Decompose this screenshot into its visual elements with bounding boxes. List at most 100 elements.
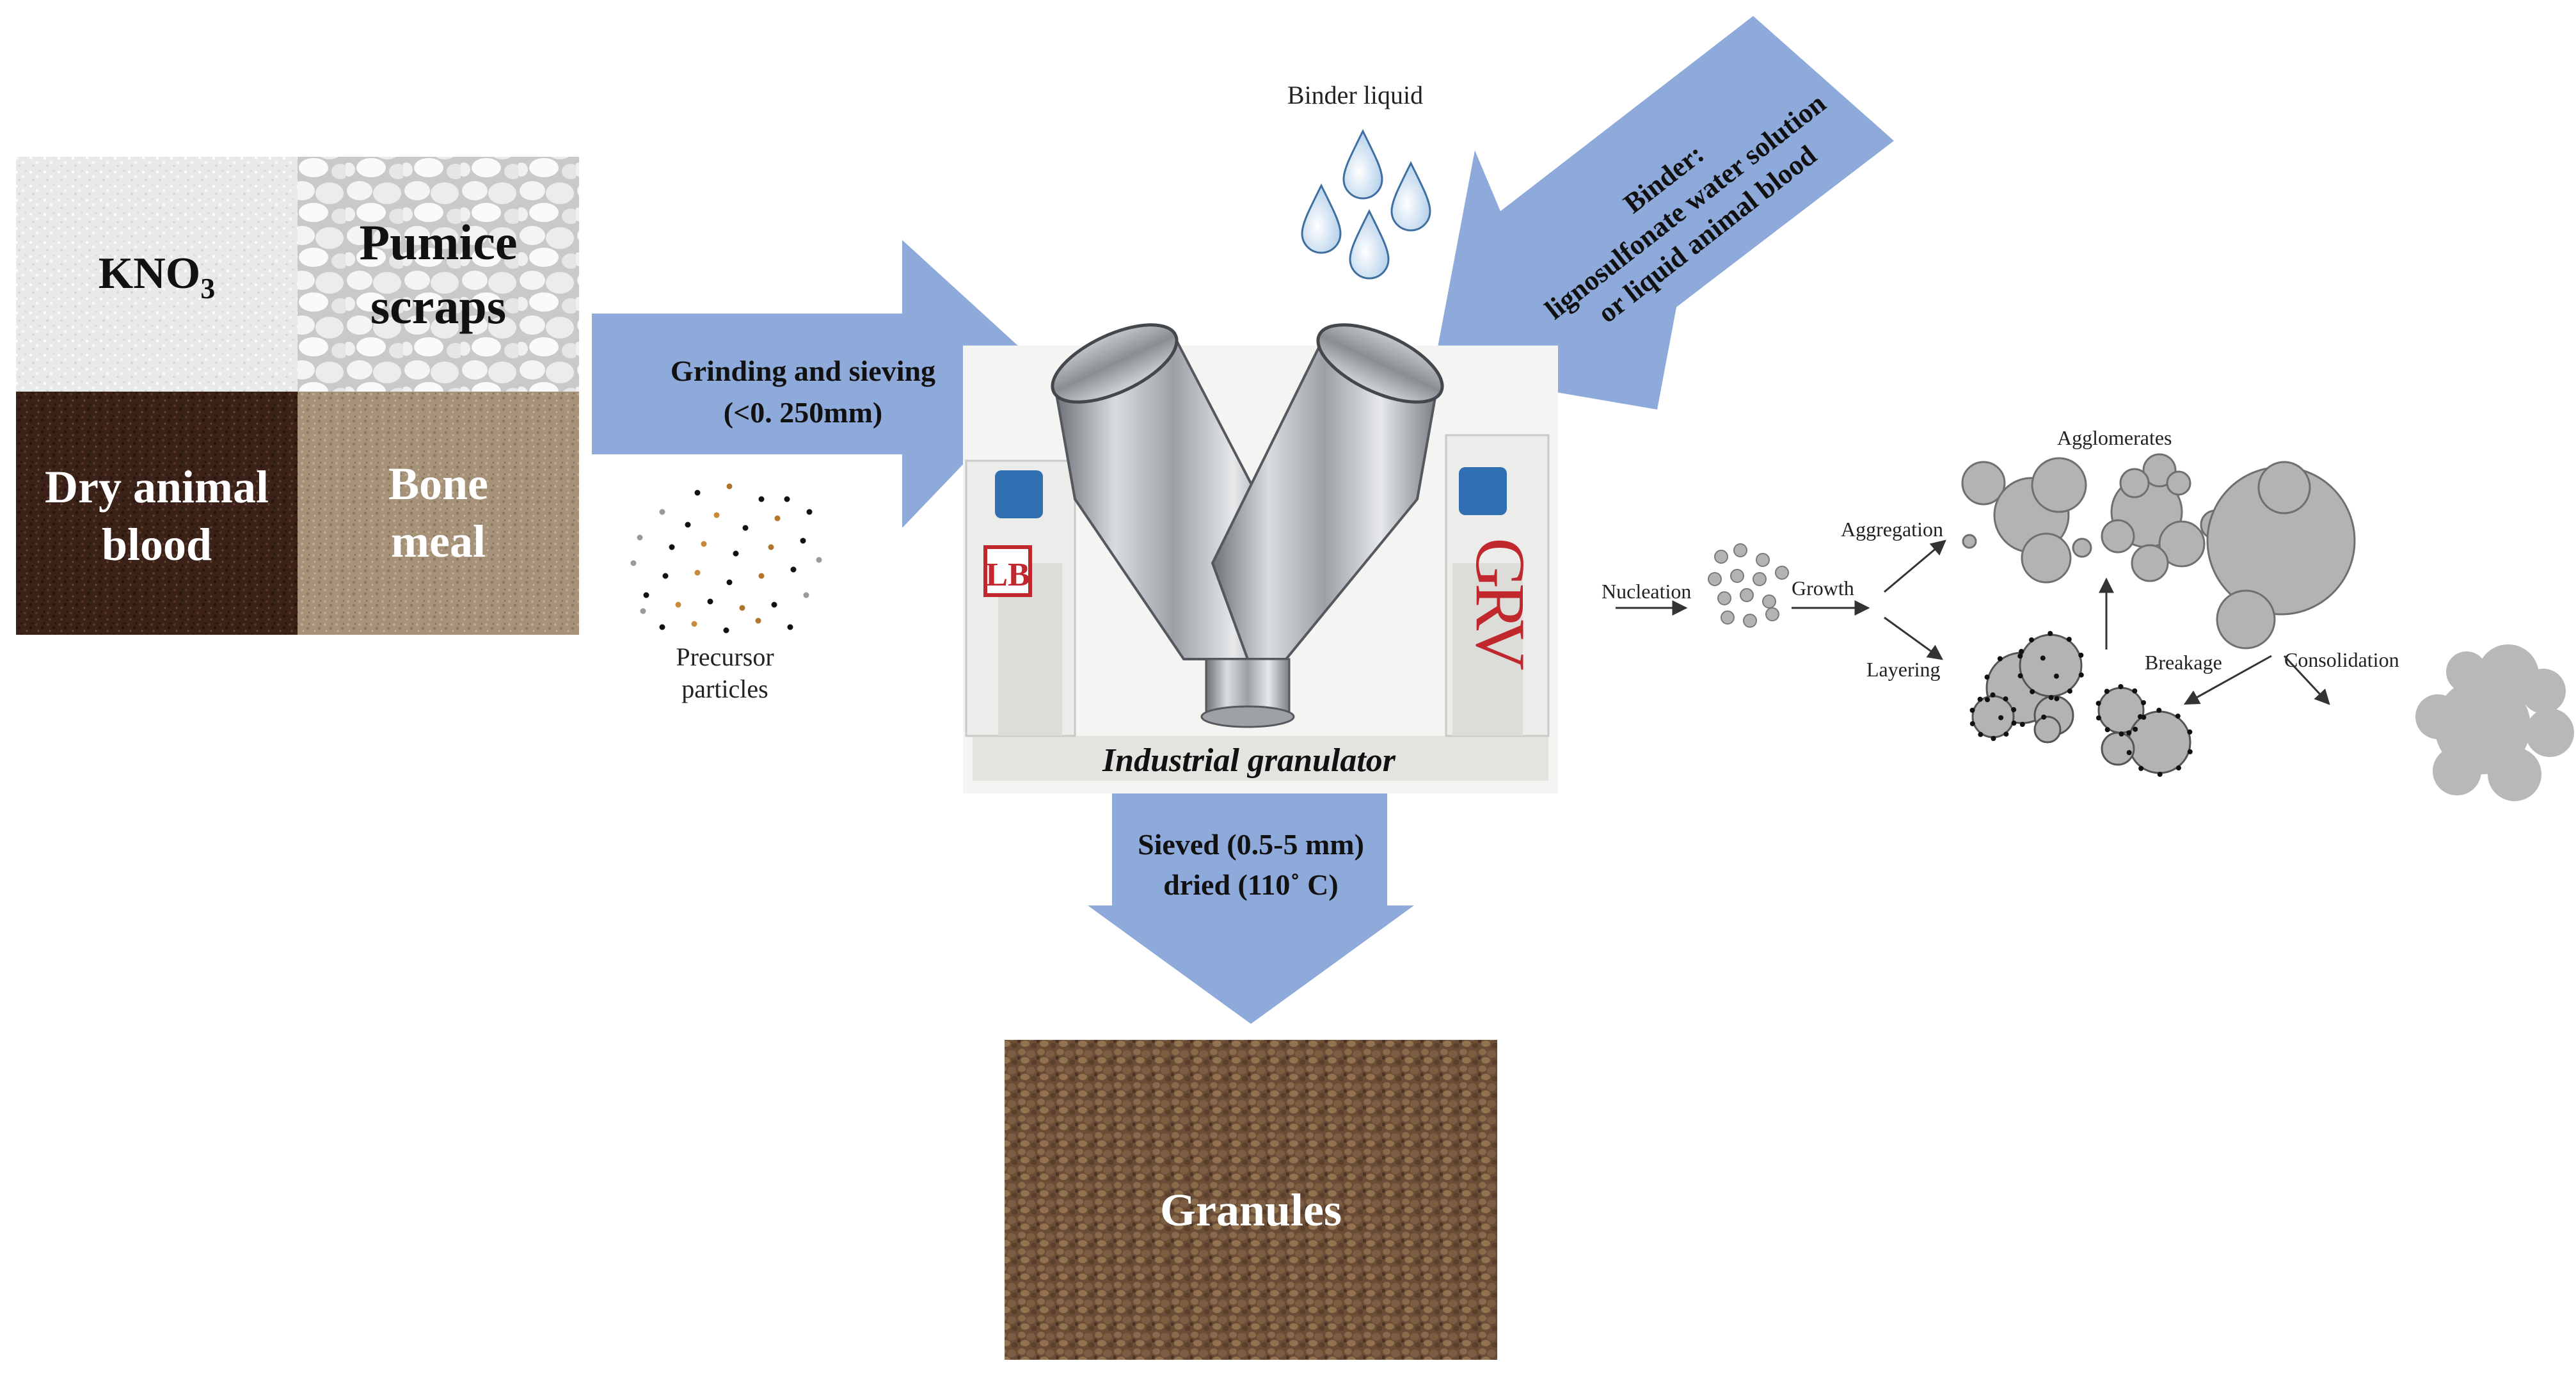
binder-liquid-drops — [1301, 129, 1431, 280]
layering-fine-particle — [1977, 696, 1983, 702]
nuclei-cluster — [1708, 543, 1789, 628]
precursor-label-line2: particles — [681, 674, 768, 703]
precursor-particle — [733, 550, 739, 557]
aggregation-label: Aggregation — [1841, 518, 1943, 541]
precursor-particle — [784, 496, 790, 502]
nucleus-particle — [1721, 610, 1735, 625]
precursor-particle — [790, 566, 797, 573]
layering-fine-particle — [2040, 655, 2046, 661]
layering-fine-particle — [2019, 721, 2025, 727]
grinding-label-line2: (<0. 250mm) — [724, 396, 883, 429]
tile-kno3: KNO3 — [16, 157, 298, 392]
layering-fine-particle — [2066, 637, 2072, 642]
layering-fine-particle — [2118, 684, 2124, 690]
precursor-particle — [662, 573, 669, 579]
nucleus-particle — [1717, 591, 1731, 605]
nucleation-label: Nucleation — [1602, 580, 1691, 603]
layering-fine-particle — [2011, 707, 2017, 713]
agglomerates-label: Agglomerates — [2057, 426, 2172, 449]
layering-fine-particle — [2047, 631, 2053, 637]
precursor-particle — [669, 544, 675, 550]
precursor-particle — [787, 624, 793, 630]
tile-bone-meal: Bone meal — [298, 392, 579, 635]
layering-fine-particle — [2003, 696, 2008, 702]
layering-fine-particle — [1997, 656, 2003, 662]
nucleus-particle — [1714, 550, 1728, 564]
layering-fine-particle — [1985, 697, 1991, 703]
nucleus-particle — [1708, 572, 1722, 586]
precursor-particle — [723, 627, 729, 634]
precursor-particle — [816, 557, 822, 563]
layering-fine-particle — [2138, 713, 2143, 719]
consolidation-label: Consolidation — [2284, 648, 2399, 671]
precursor-particle — [694, 490, 701, 496]
tile-kno3-label: KNO3 — [99, 249, 215, 305]
granules-label: Granules — [1160, 1184, 1342, 1236]
precursor-particles-cluster — [630, 483, 822, 634]
layering-fine-particle — [2141, 700, 2147, 706]
layering-fine-particle — [1969, 721, 1975, 726]
nucleus-particle — [1756, 553, 1770, 567]
precursor-particle — [659, 509, 665, 515]
layering-fine-particle — [2003, 731, 2009, 737]
layering-fine-particle — [2095, 701, 2101, 706]
layering-fine-particle — [2029, 637, 2035, 642]
precursor-particle — [691, 621, 697, 627]
precursor-particle — [806, 509, 813, 515]
layering-fine-particle — [2017, 673, 2023, 679]
agglomerate-particles — [2101, 453, 2356, 650]
binder-liquid-label: Binder liquid — [1287, 81, 1423, 109]
precursor-particle — [803, 592, 809, 598]
layering-fine-particle — [2187, 749, 2193, 754]
granules-photo: Granules — [1005, 1040, 1497, 1360]
nucleus-particle — [1740, 588, 1754, 602]
precursor-particle — [694, 570, 701, 576]
layering-fine-particle — [1991, 735, 1996, 741]
granulation-mechanism-schematic: Nucleation Growth Aggregation Layering A… — [1602, 426, 2574, 801]
layered-particles — [1971, 634, 2191, 774]
tile-bone-label-line2: meal — [391, 516, 486, 567]
precursor-particle — [771, 602, 777, 608]
layering-fine-particle — [2157, 771, 2163, 777]
precursor-particle — [768, 544, 774, 550]
precursor-label-line1: Precursor — [676, 642, 774, 671]
layering-surface-particles — [1969, 631, 2193, 777]
precursor-particle — [630, 560, 637, 566]
tile-dry-animal-blood: Dry animal blood — [16, 392, 298, 635]
drop-icon — [1342, 129, 1383, 200]
nucleus-particle — [1730, 569, 1744, 583]
precursor-particle — [739, 605, 745, 611]
tile-bone-label-line1: Bone — [388, 458, 488, 509]
layering-fine-particle — [2104, 727, 2110, 733]
layering-fine-particle — [2133, 726, 2138, 732]
raw-materials-panel: KNO3 Pumice scraps Dry animal blood Bone… — [16, 157, 579, 635]
layering-fine-particle — [2017, 653, 2023, 659]
precursor-particle — [726, 579, 733, 586]
logo-lb-text: LB — [985, 557, 1030, 593]
nucleus-particle — [1775, 566, 1789, 580]
nucleus-particle — [1762, 594, 1776, 609]
layering-fine-particle — [2095, 715, 2101, 721]
breakage-label: Breakage — [2145, 651, 2222, 674]
grinding-arrow: Grinding and sieving (<0. 250mm) — [592, 240, 1049, 528]
sieved-label-line2: dried (110˚ C) — [1163, 868, 1338, 901]
layering-fine-particle — [2119, 731, 2124, 737]
logo-grv: GRV — [1461, 538, 1539, 670]
growth-label: Growth — [1792, 577, 1854, 600]
drop-icon — [1349, 209, 1390, 280]
layering-fine-particle — [2067, 689, 2072, 694]
layering-fine-particle — [1998, 715, 2004, 721]
precursor-particle — [758, 573, 765, 579]
layering-fine-particle — [2041, 714, 2047, 720]
logo-lb: LB — [983, 545, 1032, 597]
binder-arrow: Binder: lignosulfonate water solution or… — [1433, 16, 1894, 410]
sieved-dried-arrow: Sieved (0.5-5 mm) dried (110˚ C) — [1088, 793, 1414, 1024]
layering-fine-particle — [2053, 673, 2059, 679]
tile-pumice-label-line2: scraps — [370, 278, 506, 334]
layering-fine-particle — [2187, 729, 2193, 735]
layering-fine-particle — [2175, 713, 2181, 719]
drop-icon — [1301, 183, 1342, 254]
layering-fine-particle — [2132, 688, 2138, 694]
precursor-particle — [675, 602, 681, 608]
